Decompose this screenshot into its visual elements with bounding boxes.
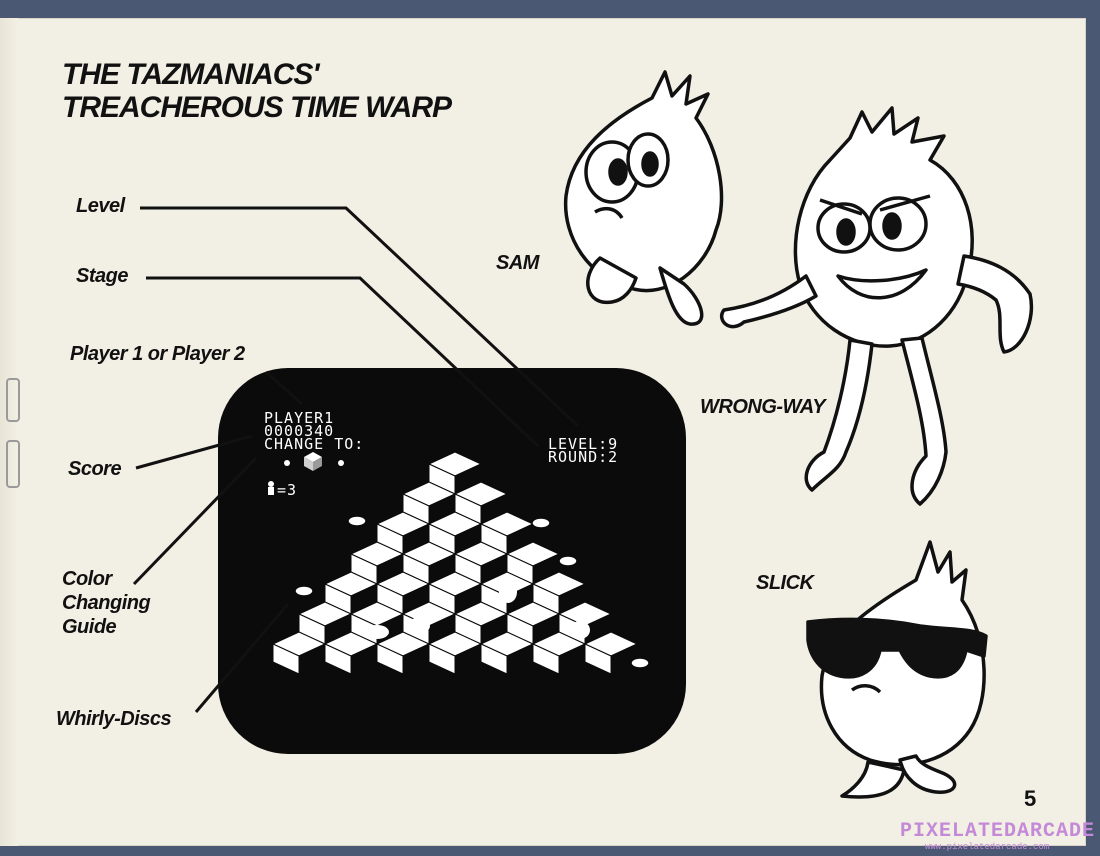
- whirly-disc-icon: [347, 515, 367, 527]
- pyramid-cube: [531, 631, 587, 675]
- stage-leader-line: [146, 276, 540, 448]
- whirly-disc-icon: [294, 585, 314, 597]
- pyramid-cube: [401, 481, 457, 525]
- pyramid-cube: [531, 571, 587, 615]
- pyramid-cube: [505, 541, 561, 585]
- target-color-cube-icon: [284, 452, 344, 471]
- page-gutter: [0, 18, 18, 846]
- watermark-url: www.pixelatedarcade.com: [925, 842, 1050, 852]
- hud-lives: =3: [277, 481, 298, 499]
- pyramid-cube: [427, 571, 483, 615]
- watermark-brand: PIXELATEDARCADE: [900, 820, 1096, 843]
- callout-color-guide: Color Changing Guide: [62, 567, 151, 639]
- hud-player: PLAYER1: [264, 409, 335, 427]
- staple-top: [6, 378, 20, 422]
- pyramid-cube: [375, 511, 431, 555]
- player-lives-icon: [268, 481, 274, 495]
- whirly-disc-icon: [558, 555, 578, 567]
- staple-bottom: [6, 440, 20, 488]
- color-guide-line-2: Changing: [62, 592, 151, 614]
- pyramid-cube: [427, 631, 483, 675]
- callout-stage: Stage: [76, 265, 128, 287]
- callout-player: Player 1 or Player 2: [70, 343, 245, 365]
- enemy-sprite-icons: [365, 488, 590, 639]
- pyramid-cube: [349, 601, 405, 645]
- whirly-disc-icon: [630, 657, 650, 669]
- whirly-disc-icons: [294, 515, 650, 669]
- pyramid-cube: [479, 631, 535, 675]
- slick-character-icon: [806, 540, 988, 799]
- hud-left: PLAYER1 0000340 CHANGE TO:: [264, 409, 365, 453]
- title-line-2: TREACHEROUS TIME WARP: [62, 91, 452, 124]
- sam-label: SAM: [496, 252, 539, 274]
- cube-pyramid: [271, 451, 639, 675]
- score-leader-line: [135, 434, 253, 470]
- player-leader-line: [265, 370, 303, 406]
- pyramid-cube: [375, 631, 431, 675]
- wrong-way-label: WRONG-WAY: [700, 396, 826, 418]
- callout-whirly-discs: Whirly-Discs: [56, 708, 172, 730]
- pyramid-cube: [323, 571, 379, 615]
- sam-character-icon: [563, 70, 724, 326]
- callout-level: Level: [76, 195, 125, 217]
- pyramid-cube: [583, 631, 639, 675]
- hud-right: LEVEL:9 ROUND:2: [548, 435, 619, 466]
- hud-level: LEVEL:9: [548, 435, 619, 453]
- pyramid-cube: [453, 601, 509, 645]
- pyramid-cube: [427, 451, 483, 495]
- slick-label: SLICK: [756, 572, 814, 594]
- color-guide-line-1: Color: [62, 568, 112, 590]
- hud-score: 0000340: [264, 422, 335, 440]
- hud-change-to: CHANGE TO:: [264, 435, 365, 453]
- page-number: 5: [1024, 786, 1037, 811]
- color-guide-leader-line: [132, 456, 258, 586]
- discs-leader-line: [194, 603, 290, 713]
- pyramid-cube: [479, 571, 535, 615]
- callout-lines: [132, 206, 580, 713]
- wrong-way-character-icon: [720, 106, 1034, 506]
- color-guide-line-3: Guide: [62, 616, 117, 638]
- pyramid-cube: [323, 631, 379, 675]
- hud-round: ROUND:2: [548, 448, 619, 466]
- page-title: THE TAZMANIACS' TREACHEROUS TIME WARP: [62, 58, 452, 124]
- title-line-1: THE TAZMANIACS': [62, 58, 320, 91]
- level-leader-line: [140, 206, 580, 428]
- whirly-disc-icon: [531, 517, 551, 529]
- callout-score: Score: [68, 458, 122, 480]
- pyramid-cube: [427, 511, 483, 555]
